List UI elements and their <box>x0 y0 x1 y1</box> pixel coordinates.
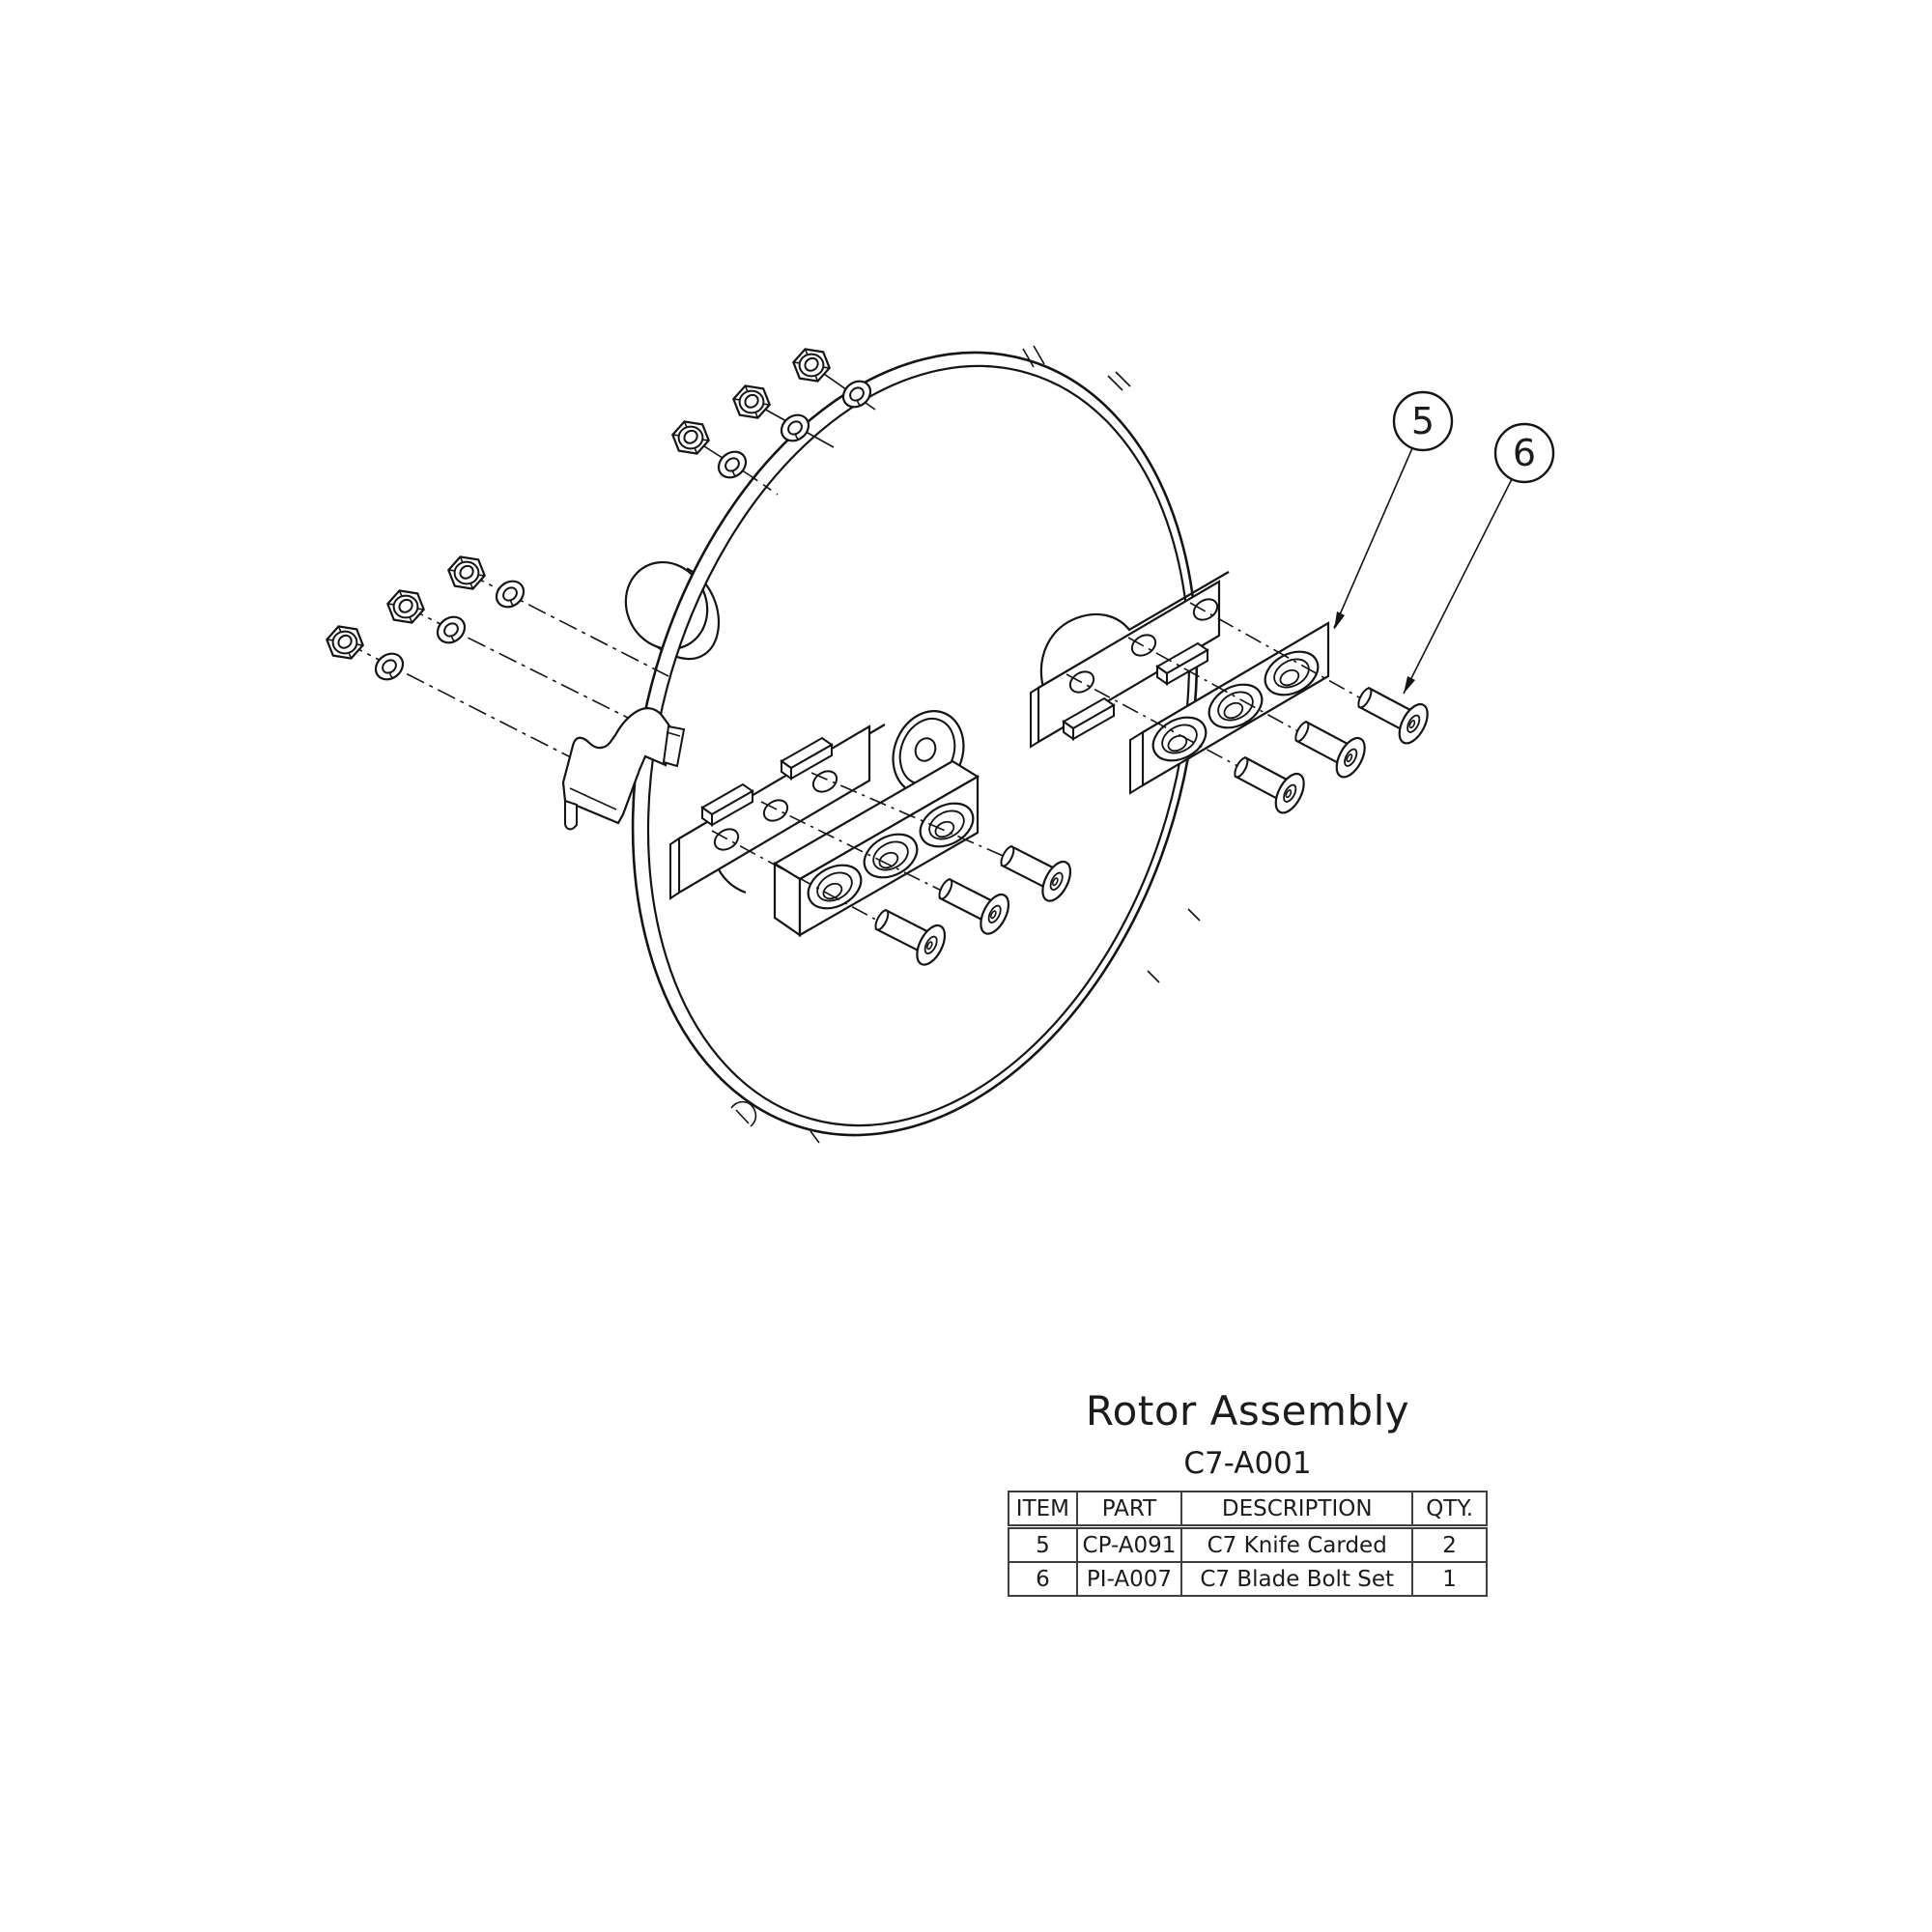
hex-nut <box>792 348 831 383</box>
cell-description: C7 Knife Carded <box>1180 1525 1414 1563</box>
drawing-number: C7-A001 <box>1183 1446 1312 1481</box>
parts-table-header-row: ITEM PART DESCRIPTION QTY. <box>1008 1491 1488 1529</box>
table-row: 6 PI-A007 C7 Blade Bolt Set 1 <box>1008 1561 1488 1597</box>
hex-nut <box>386 589 425 624</box>
washer <box>712 445 753 484</box>
rim-band <box>632 462 779 932</box>
col-part: PART <box>1075 1491 1183 1529</box>
col-qty: QTY. <box>1411 1491 1488 1529</box>
hex-nut <box>732 384 771 419</box>
cell-item: 5 <box>1008 1525 1078 1563</box>
bolt <box>1226 745 1311 819</box>
hex-nut <box>447 555 486 590</box>
balloon-6-label: 6 <box>1513 432 1536 474</box>
hex-nut <box>326 625 364 660</box>
table-row: 5 CP-A091 C7 Knife Carded 2 <box>1008 1525 1488 1563</box>
rim-nuts-left <box>326 555 530 686</box>
cell-description: C7 Blade Bolt Set <box>1180 1561 1414 1597</box>
center-holder-plate <box>669 724 871 900</box>
hex-nut <box>671 420 710 455</box>
col-item: ITEM <box>1008 1491 1078 1529</box>
explode-centerlines <box>711 602 1378 931</box>
washer <box>369 647 410 686</box>
washer <box>490 575 530 613</box>
drawing-title: Rotor Assembly <box>1085 1387 1410 1435</box>
cell-item: 6 <box>1008 1561 1078 1597</box>
washer <box>431 611 471 649</box>
clamp-bracket <box>561 707 686 831</box>
balloon-5-label: 5 <box>1411 400 1435 442</box>
right-pad <box>1039 571 1230 689</box>
bolt <box>1287 709 1372 783</box>
cell-qty: 1 <box>1411 1561 1488 1597</box>
balloon-6: 6 <box>1403 422 1555 695</box>
balloon-5: 5 <box>1333 390 1454 630</box>
right-holder-plate <box>1030 580 1221 749</box>
cell-qty: 2 <box>1411 1525 1488 1563</box>
parts-table: ITEM PART DESCRIPTION QTY. 5 CP-A091 C7 … <box>1008 1491 1488 1597</box>
bolt <box>1350 675 1435 750</box>
center-knife-block <box>772 759 982 938</box>
rim-notches <box>730 345 1201 1144</box>
disc-rim-lip <box>646 364 1191 1127</box>
cell-part: PI-A007 <box>1075 1561 1183 1597</box>
disc-outer-edge <box>631 351 1199 1137</box>
knife-plate <box>1129 621 1330 795</box>
col-description: DESCRIPTION <box>1180 1491 1414 1529</box>
cell-part: CP-A091 <box>1075 1525 1183 1563</box>
